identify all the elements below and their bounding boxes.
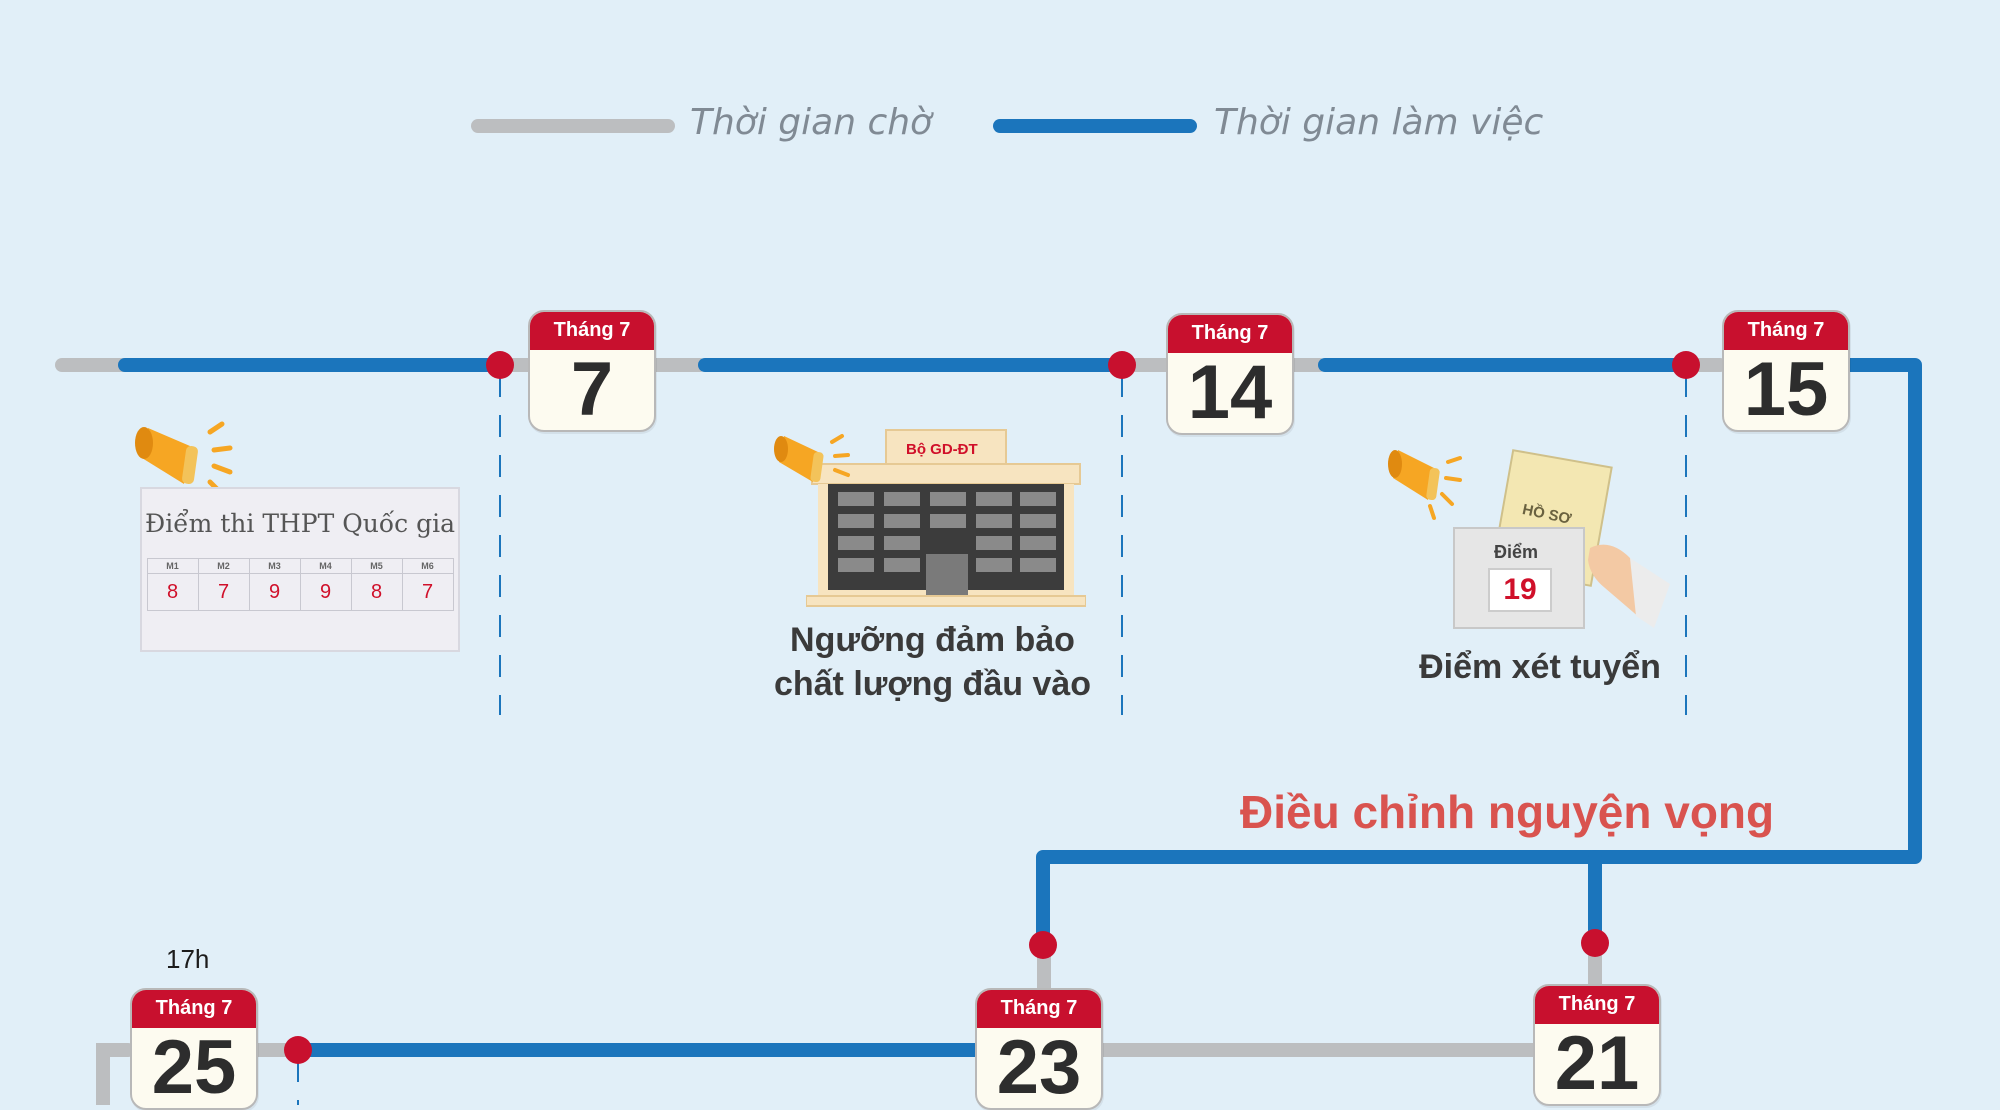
calendar-day: 23	[996, 1025, 1082, 1110]
calendar-month: Tháng 7	[530, 312, 654, 350]
work-segment	[1036, 358, 1922, 952]
calendar-month: Tháng 7	[1724, 312, 1848, 350]
score-value: 7	[401, 573, 454, 611]
megaphone-icon	[1388, 450, 1462, 520]
deadline-time-note: 17h	[166, 944, 210, 974]
score-value: 9	[299, 573, 352, 611]
score-header-row: M1 M2 M3 M4 M5 M6	[146, 558, 454, 574]
milestone-dot	[1581, 929, 1609, 957]
calendar-month: Tháng 7	[1168, 315, 1292, 353]
admission-score-label: Điểm xét tuyển	[1419, 648, 1661, 686]
wait-segment	[96, 1043, 135, 1105]
score-table: M1 M2 M3 M4 M5 M6 8 7 9 9 8 7	[146, 558, 454, 611]
score-header: M4	[299, 558, 352, 574]
score-header: M5	[350, 558, 403, 574]
calendar-month: Tháng 7	[977, 990, 1101, 1028]
calendar-july-7: Tháng 7 7	[528, 310, 656, 432]
calendar-july-15: Tháng 7 15	[1722, 310, 1850, 432]
milestone-dot	[284, 1036, 312, 1064]
building-sign: Bộ GD-ĐT	[906, 441, 978, 458]
milestone-dot	[486, 351, 514, 379]
score-header: M1	[146, 558, 199, 574]
score-header: M2	[197, 558, 250, 574]
calendar-day: 25	[151, 1025, 237, 1110]
threshold-label-line2: chất lượng đầu vào	[773, 665, 1092, 703]
score-value: 8	[146, 573, 199, 611]
score-value: 9	[248, 573, 301, 611]
threshold-label-line1: Ngưỡng đảm bảo	[790, 621, 1075, 659]
calendar-july-23: Tháng 7 23	[975, 988, 1103, 1110]
dashed-guides	[297, 375, 1687, 1105]
calendar-day: 15	[1743, 347, 1829, 432]
milestone-dot	[1029, 931, 1057, 959]
milestone-dot	[1672, 351, 1700, 379]
calendar-day: 21	[1554, 1021, 1640, 1106]
score-header: M6	[401, 558, 454, 574]
score-value: 7	[197, 573, 250, 611]
milestone-dots	[284, 351, 1700, 1064]
legend-wait-label: Thời gian chờ	[690, 102, 933, 143]
calendar-day: 7	[570, 347, 614, 432]
score-value-row: 8 7 9 9 8 7	[146, 573, 454, 611]
calendar-month: Tháng 7	[132, 990, 256, 1028]
threshold-label: Ngưỡng đảm bảo chất lượng đầu vào	[760, 618, 1105, 706]
work-segments	[118, 119, 1922, 1057]
legend-work-label: Thời gian làm việc	[1214, 102, 1544, 143]
score-card-title: Điểm thi THPT Quốc gia	[145, 509, 455, 538]
milestone-dot	[1108, 351, 1136, 379]
calendar-day: 14	[1187, 350, 1273, 435]
megaphone-icon	[774, 434, 850, 483]
score-header: M3	[248, 558, 301, 574]
calendar-july-25: Tháng 7 25	[130, 988, 258, 1110]
calendar-july-14: Tháng 7 14	[1166, 313, 1294, 435]
dossier-score-value: 19	[1488, 568, 1552, 612]
calendar-month: Tháng 7	[1535, 986, 1659, 1024]
adjust-preferences-title: Điều chỉnh nguyện vọng	[1240, 786, 1775, 838]
score-value: 8	[350, 573, 403, 611]
calendar-july-21: Tháng 7 21	[1533, 984, 1661, 1106]
exam-score-card: Điểm thi THPT Quốc gia M1 M2 M3 M4 M5 M6…	[140, 487, 460, 652]
dossier-score-label: Điểm	[1494, 542, 1539, 562]
ministry-building-icon	[806, 429, 1086, 607]
